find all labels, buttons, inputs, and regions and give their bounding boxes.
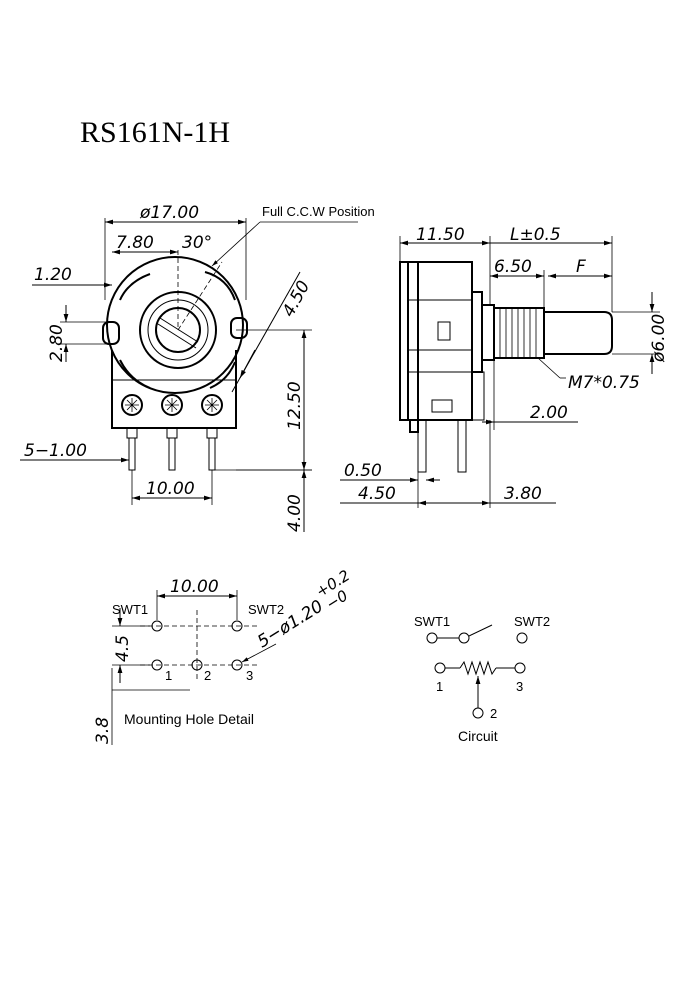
terminal-1 — [121, 394, 143, 471]
mount-pin-3: 3 — [246, 668, 253, 683]
dim-diagonal: 4.50 — [279, 278, 314, 321]
dim-flat-length: F — [576, 257, 586, 277]
dim-offset: 7.80 — [116, 233, 154, 253]
thread — [493, 307, 545, 359]
mount-swt2-label: SWT2 — [248, 602, 284, 617]
dim-angle: 30° — [182, 233, 212, 253]
side-view: 11.50 L±0.5 6.50 F ø6.00 M7*0.75 2.00 0.… — [340, 225, 669, 508]
hole-1 — [151, 659, 163, 671]
dim-thread-spec: M7*0.75 — [568, 373, 640, 393]
side-slot-right — [230, 317, 248, 339]
dim-slot: 2.80 — [47, 324, 67, 362]
dim-pins: 5−1.00 — [24, 441, 87, 461]
mount-pin-1: 1 — [165, 668, 172, 683]
part-number-title: RS161N-1H — [80, 116, 230, 149]
front-view: ø17.00 Full C.C.W Position 7.80 30° 1.20… — [20, 203, 375, 532]
dim-back: 3.80 — [504, 484, 542, 504]
circuit-pin-3: 3 — [516, 679, 523, 694]
circuit-swt2-label: SWT2 — [514, 614, 550, 629]
dim-rim: 1.20 — [34, 265, 72, 285]
side-slot-left — [102, 321, 120, 345]
dim-bushing: 2.00 — [530, 403, 568, 423]
mount-swt1-label: SWT1 — [112, 602, 148, 617]
hole-swt1 — [151, 620, 163, 632]
dim-shaft-diameter: ø6.00 — [649, 314, 669, 363]
resistor — [459, 660, 497, 676]
mounting-hole-detail: 10.00 SWT1 SWT2 1 2 3 4.5 3.8 5−ø1.20 +0… — [93, 566, 353, 745]
terminal-2 — [161, 394, 183, 471]
dim-body-diameter: ø17.00 — [139, 203, 199, 223]
circuit-diagram: SWT1 SWT2 1 3 2 Circuit — [414, 614, 550, 744]
mount-pitch: 10.00 — [170, 577, 219, 597]
dim-pin-width: 0.50 — [344, 461, 382, 481]
body-base — [111, 350, 237, 429]
dim-height: 12.50 — [285, 381, 305, 430]
dim-shaft-length: L±0.5 — [510, 225, 561, 245]
mount-pin-2: 2 — [204, 668, 211, 683]
hole-swt2 — [231, 620, 243, 632]
dim-thread-length: 6.50 — [494, 257, 532, 277]
mount-row-gap: 4.5 — [113, 635, 133, 662]
dim-pin-offset: 4.50 — [358, 484, 396, 504]
dim-pin-length: 4.00 — [285, 494, 305, 532]
mount-offset: 3.8 — [93, 717, 113, 744]
dim-pitch: 10.00 — [146, 479, 195, 499]
shaft — [543, 311, 613, 355]
full-ccw-label: Full C.C.W Position — [262, 204, 375, 219]
bushing — [481, 304, 495, 361]
hole-3 — [231, 659, 243, 671]
switch-lever — [468, 624, 493, 637]
terminal-3 — [201, 394, 223, 471]
circuit-caption: Circuit — [458, 728, 498, 744]
body-outline — [106, 256, 244, 394]
circuit-swt1-label: SWT1 — [414, 614, 450, 629]
hole-2 — [191, 659, 203, 671]
circuit-pin-1: 1 — [436, 679, 443, 694]
dim-body-length: 11.50 — [416, 225, 465, 245]
mount-caption: Mounting Hole Detail — [124, 711, 254, 727]
circuit-pin-2: 2 — [490, 706, 497, 721]
